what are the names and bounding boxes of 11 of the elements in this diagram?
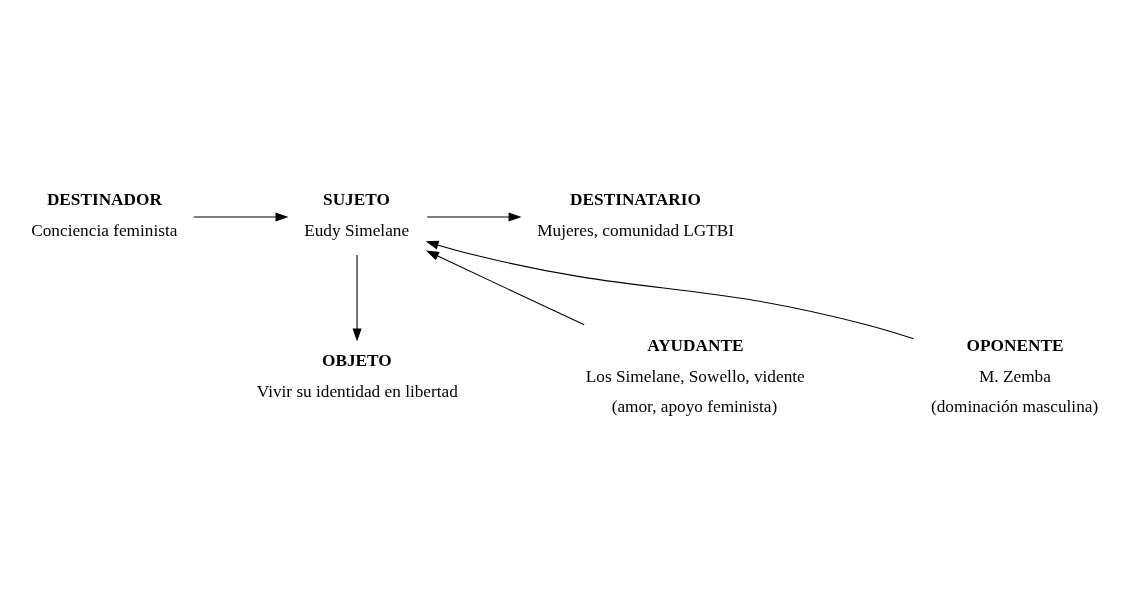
node-text: DESTINADOR Conciencia feminista (31, 189, 178, 240)
arrow (426, 212, 522, 222)
arrow (352, 253, 362, 342)
node-text: DESTINATARIO Mujeres, comunidad LGTBI (537, 189, 735, 240)
node-text: AYUDANTE Los Simelane, Sowello, vidente (amor, apoyo feminista) (585, 335, 805, 416)
node-text: OBJETO Vivir su identidad en libertad (256, 350, 458, 401)
node-text: OPONENTE M. Zemba (dominación masculina) (931, 335, 1099, 416)
arrow (425, 240, 915, 339)
node-text: SUJETO Eudy Simelane (304, 189, 410, 240)
arrow (193, 212, 289, 222)
arrow (425, 250, 585, 325)
